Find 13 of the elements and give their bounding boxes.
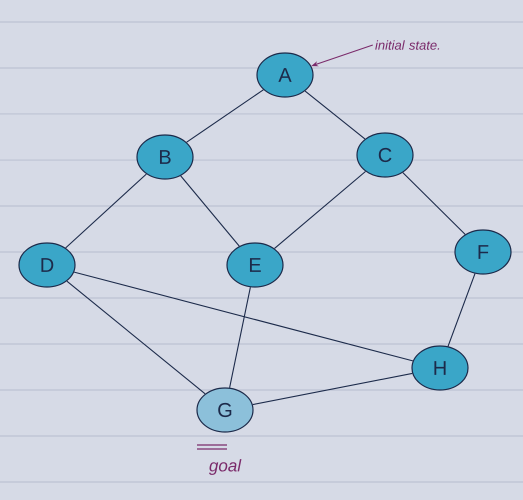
- edge-line: [74, 272, 413, 362]
- edge-line: [448, 274, 476, 346]
- note-text: initial state.: [375, 40, 440, 50]
- goal-label: goal: [208, 459, 242, 475]
- edge-line: [252, 372, 412, 406]
- edge-line: [186, 89, 264, 143]
- edge-line: [65, 174, 147, 248]
- edge-line: [402, 172, 466, 235]
- edge-line: [274, 171, 366, 249]
- edge-line: [66, 280, 206, 394]
- edge-line: [229, 287, 251, 388]
- edge-line: [180, 176, 240, 246]
- edge-line: [304, 90, 366, 140]
